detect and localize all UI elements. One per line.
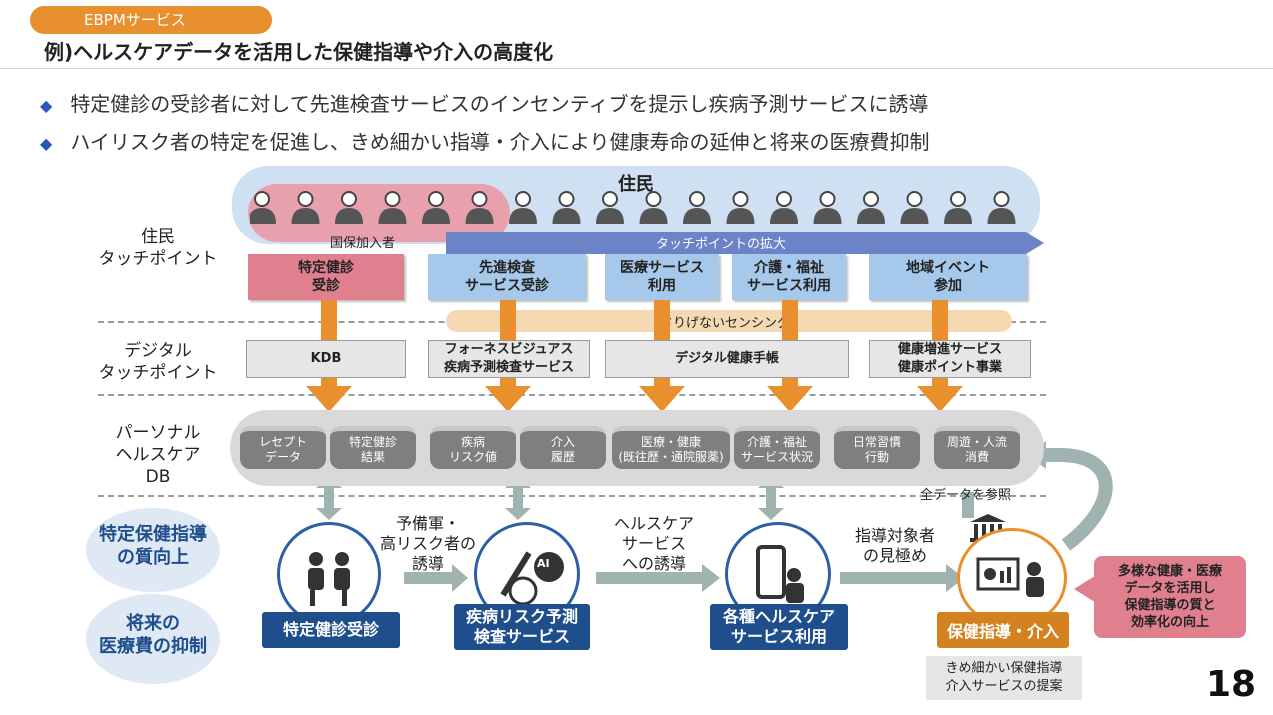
row-label-db: パーソナル ヘルスケア DB [115,423,201,487]
callout-pointer [1074,574,1098,604]
person-icon [471,191,488,207]
person-icon-body [291,208,320,224]
person-icon [297,191,314,207]
step-risk-label: 疾病リスク予測 検査サービス [454,604,590,650]
person-icon [993,191,1010,207]
person-icon-body [509,208,537,224]
person-icon [515,191,531,207]
touchpoint-advanced-test: 先進検査 サービス受診 [428,254,586,300]
person-icon-body [813,208,842,224]
doctor-patient-icon [308,552,350,606]
step-checkup-label: 特定健診受診 [262,612,400,648]
page-number: 18 [1206,664,1257,705]
person-icon [428,191,444,207]
title-divider [0,68,1273,69]
transition-3: 指導対象者 の見極め [854,526,935,565]
person-icon [254,191,270,207]
person-icon-body [857,208,885,224]
diamond-bullet-icon: ◆ [40,96,53,115]
person-icon [819,191,836,207]
touchpoint-event: 地域イベント 参加 [869,254,1027,300]
step-service-label: 各種ヘルスケア サービス利用 [710,604,848,650]
person-icon-body [639,208,668,224]
goal-circle-1 [86,508,220,592]
digital-fornes: フォーネスビジュアス 疾病予測検査サービス [428,340,590,378]
person-icon [602,191,618,207]
category-tag: EBPMサービス [30,6,272,34]
db-risk-value: 疾病 リスク値 [430,426,516,469]
person-icon-body [552,208,581,224]
person-icon [776,191,792,207]
transition-2: ヘルスケア サービス への誘導 [613,514,694,573]
digital-health-book: デジタル健康手帳 [605,340,849,378]
person-icon-body [683,208,711,224]
row-label-digital: デジタル タッチポイント [98,341,218,383]
goal-cost: 将来の 医療費の抑制 [99,613,207,657]
residents-people-icons [250,191,1016,224]
db-intervention-history: 介入 履歴 [520,426,606,469]
touchpoint-care: 介護・福祉 サービス利用 [732,254,846,300]
transition-1: 予備軍・ 高リスク者の 誘導 [379,514,476,573]
person-icon [384,191,401,207]
bullet-2: ◆ハイリスク者の特定を促進し、きめ細かい指導・介入により健康寿命の延伸と将来の医… [40,130,930,154]
callout-box: 多様な健康・医療 データを活用し 保健指導の質と 効率化の向上 [1094,556,1246,638]
page-title: 例)ヘルスケアデータを活用した保健指導や介入の高度化 [44,40,554,64]
person-icon-body [987,208,1016,224]
ai-label: AI [537,557,550,570]
person-icon-body [335,208,363,224]
syringe-ai-icon [500,551,564,606]
expansion-label: タッチポイントの拡大 [656,237,787,252]
person-icon [689,191,705,207]
all-data-label: 全データを参照 [920,488,1012,503]
step-checkup-circle [277,522,381,626]
touchpoint-checkup: 特定健診 受診 [248,254,404,300]
smartphone-person-icon [756,545,804,603]
person-icon-body [250,208,276,224]
db-medical-health: 医療・健康 (既往歴・通院服薬) [612,426,730,469]
person-icon [645,191,662,207]
sensing-label: さりげないセンシング [660,316,791,331]
bullet-1: ◆特定健診の受診者に対して先進検査サービスのインセンティブを提示し疾病予測サービ… [40,92,929,116]
db-checkup-result: 特定健診 結果 [330,426,416,469]
db-receipt: レセプト データ [240,426,326,469]
person-icon-body [378,208,407,224]
person-icon [950,191,966,207]
digital-kdb: KDB [246,340,406,378]
residents-title: 住民 [618,174,654,195]
person-icon-body [726,208,755,224]
insured-label: 国保加入者 [330,236,396,251]
db-daily-habits: 日常習慣 行動 [834,426,920,469]
diamond-bullet-icon: ◆ [40,134,53,153]
step-guidance-label: 保健指導・介入 [937,612,1069,648]
person-icon [863,191,879,207]
separator-2 [98,394,1046,396]
presentation-person-icon [976,557,1044,597]
touchpoint-medical: 医療サービス 利用 [605,254,719,300]
separator-3 [98,495,1046,497]
person-icon-body [770,208,798,224]
person-icon-body [422,208,450,224]
goal-quality: 特定保健指導 の質向上 [99,524,207,568]
person-icon [732,191,749,207]
person-icon [558,191,575,207]
sensing-band [446,310,1012,332]
digital-health-points: 健康増進サービス 健康ポイント事業 [869,340,1031,378]
person-icon-body [900,208,929,224]
person-icon [341,191,357,207]
person-icon-body [944,208,972,224]
proposal-box: きめ細かい保健指導 介入サービスの提案 [926,656,1082,700]
person-icon-body [465,208,494,224]
db-travel-consumption: 周遊・人流 消費 [934,426,1020,469]
touchpoint-expansion-arrow [446,232,1044,254]
db-care-status: 介護・福祉 サービス状況 [734,426,820,469]
person-icon-body [596,208,624,224]
row-label-resident: 住民 タッチポイント [98,227,218,269]
person-icon [906,191,923,207]
goal-circle-2 [86,594,220,684]
